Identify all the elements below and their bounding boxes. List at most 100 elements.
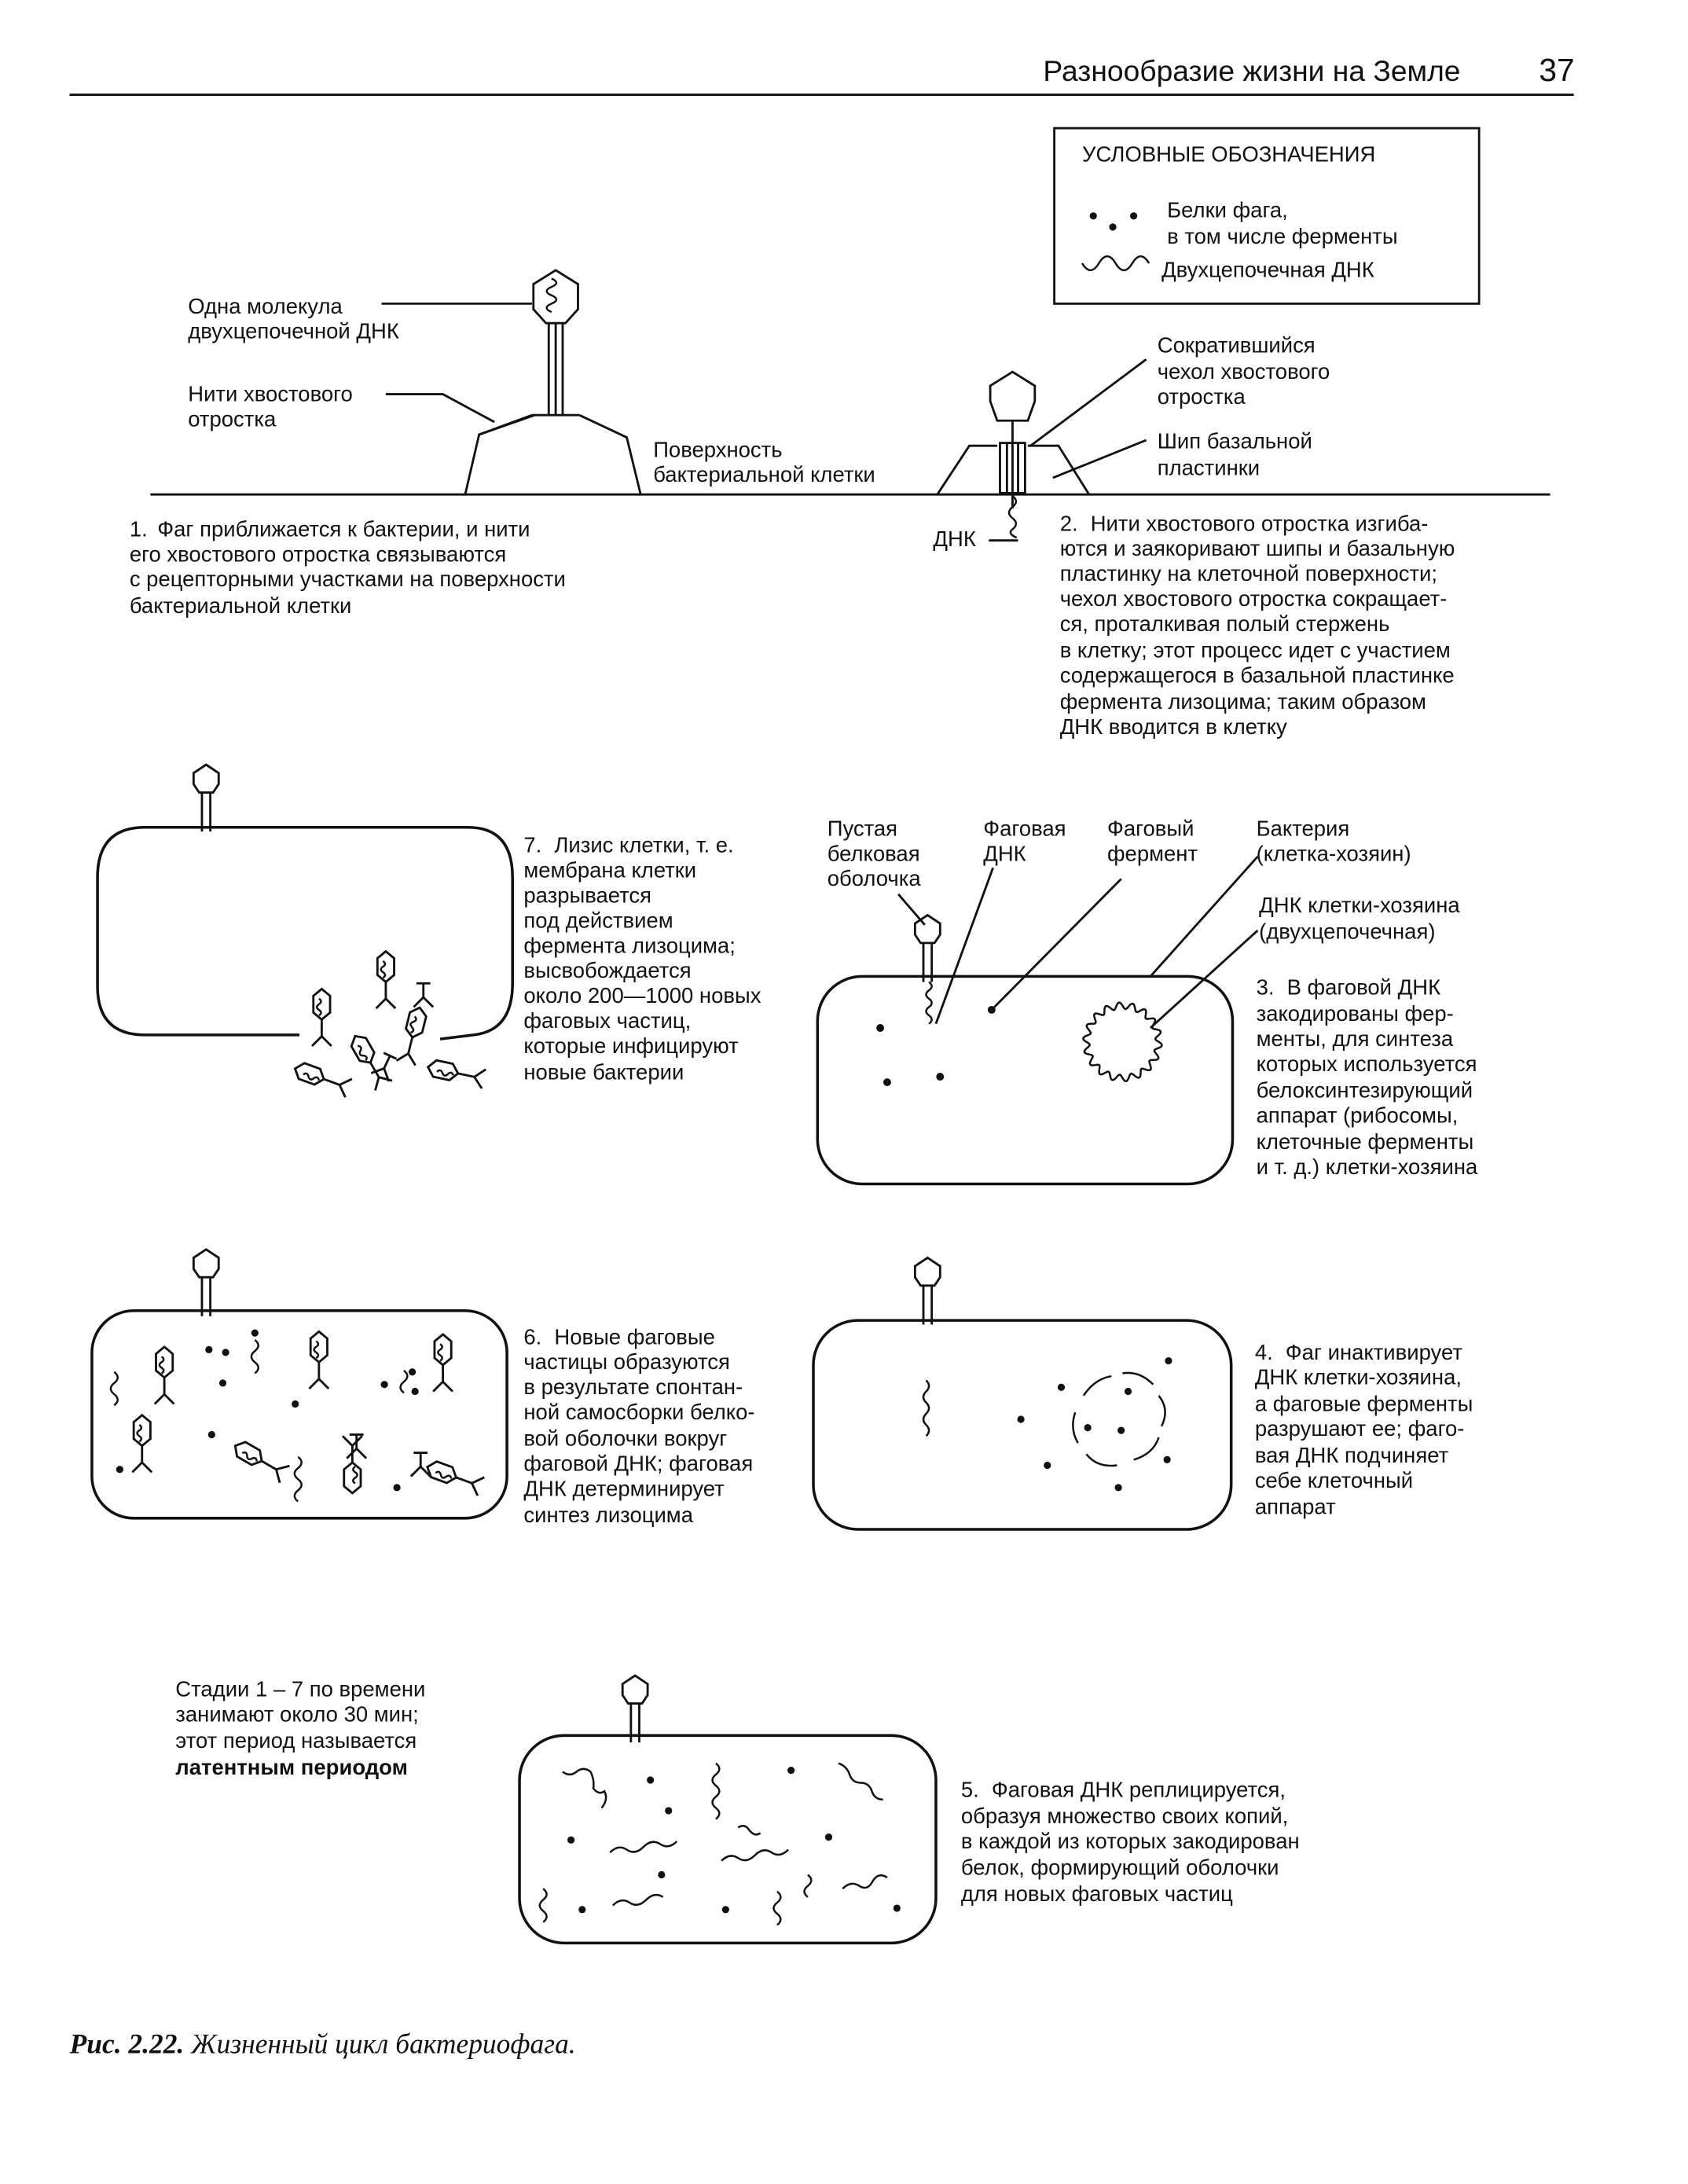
step-7-text: 7. Лизис клетки, т. е. мембрана клетки р… xyxy=(523,833,761,1085)
step-4-line-1: Фаг инактивирует xyxy=(1286,1340,1463,1364)
step-3-line-6: аппарат (рибосомы, xyxy=(1257,1103,1459,1127)
step-3-line-7: клеточные ферменты xyxy=(1257,1129,1474,1154)
latent-period-note: Стадии 1 – 7 по времени занимают около 3… xyxy=(175,1677,425,1779)
label-contracted-line1: Сократившийся xyxy=(1158,332,1316,357)
step-3-line-1: В фаговой ДНК xyxy=(1287,975,1441,999)
svg-text:1.: 1. xyxy=(130,516,148,541)
step-4-text: 4. Фаг инактивирует ДНК клетки-хозяина, … xyxy=(1255,1340,1473,1519)
fragmented-host-dna xyxy=(1072,1371,1166,1467)
step-2-line-8: фермента лизоцима; таким образом xyxy=(1060,689,1426,714)
step-5-text: 5. Фаговая ДНК реплицируется, образуя мн… xyxy=(961,1777,1300,1906)
step-2-line-5: ся, проталкивая полый стержень xyxy=(1060,611,1390,636)
svg-text:6.: 6. xyxy=(523,1324,541,1349)
step-7-line-9: которые инфицируют xyxy=(523,1033,739,1058)
step-6-number: 6. xyxy=(523,1324,541,1349)
step-7-line-2: мембрана клетки xyxy=(523,858,696,883)
label-one-molecule-line2: двухцепочечной ДНК xyxy=(188,319,399,343)
label-tail-fibers-line2: отростка xyxy=(188,406,277,431)
step-1-line-1: Фаг приближается к бактерии, и нити xyxy=(157,516,530,541)
phage-head xyxy=(532,269,579,325)
svg-text:5.: 5. xyxy=(961,1777,979,1801)
label-spike-line1: Шип базальной xyxy=(1158,429,1312,453)
step-2-line-2: ются и заякоривают шипы и базальную xyxy=(1060,536,1455,560)
step-4-line-7: аппарат xyxy=(1255,1495,1336,1519)
step-6-line-2: частицы образуются xyxy=(523,1349,730,1374)
phage-head-2 xyxy=(989,370,1037,422)
label-surface-line2: бактериальной клетки xyxy=(653,462,875,486)
step-4-line-3: а фаговые ферменты xyxy=(1255,1391,1473,1415)
host-dna-circle xyxy=(1082,1001,1163,1082)
assembling-phages xyxy=(130,1330,486,1497)
step-7-line-7: около 200—1000 новых xyxy=(523,983,761,1008)
label-empty-coat-line2: белковая xyxy=(827,841,920,865)
label-phage-enzyme-line2: фермент xyxy=(1107,841,1198,865)
tail-fiber-right xyxy=(578,413,642,495)
legend-dna: Двухцепочечная ДНК xyxy=(1161,258,1374,282)
step-2-line-7: содержащегося в базальной пластинке xyxy=(1060,663,1455,687)
step-6-line-3: в результате спонтан- xyxy=(523,1375,743,1399)
svg-text:3.: 3. xyxy=(1257,975,1275,999)
phage-dna-entering xyxy=(925,981,933,1025)
stage-4-host-takeover-cell xyxy=(812,1256,1233,1531)
legend-box: УСЛОВНЫЕ ОБОЗНАЧЕНИЯ Белки фага, в том ч… xyxy=(1053,127,1481,305)
caption-text: Жизненный цикл бактериофага. xyxy=(190,2028,576,2059)
stage-5-replication-cell xyxy=(518,1674,938,1945)
released-phage-particles xyxy=(290,950,487,1099)
svg-text:4.: 4. xyxy=(1255,1340,1273,1364)
latent-line-4: латентным периодом xyxy=(175,1755,408,1779)
step-7-line-5: фермента лизоцима; xyxy=(523,933,735,957)
label-one-molecule-line1: Одна молекула xyxy=(188,294,343,318)
step-5-line-2: образуя множество своих копий, xyxy=(961,1804,1288,1828)
label-contracted-line3: отростка xyxy=(1158,384,1246,409)
bacterial-cell-3 xyxy=(816,975,1235,1186)
step-2-line-3: пластинку на клеточной поверхности; xyxy=(1060,561,1437,585)
step-3-line-4: которых используется xyxy=(1257,1052,1477,1076)
step-2-line-1: Нити хвостового отростка изгиба- xyxy=(1091,511,1429,535)
step-5-line-3: в каждой из которых закодирован xyxy=(961,1829,1300,1853)
step-5-line-5: для новых фаговых частиц xyxy=(961,1881,1233,1906)
phage-injecting xyxy=(936,370,1091,539)
step-5-number: 5. xyxy=(961,1777,979,1801)
step-4-line-6: себе клеточный xyxy=(1255,1468,1413,1492)
phage-approaching xyxy=(464,269,642,495)
step-1-line-3: с рецепторными участками на поверхности xyxy=(130,567,566,591)
step-3-line-8: и т. д.) клетки-хозяина xyxy=(1257,1154,1478,1179)
label-dna-short: ДНК xyxy=(933,527,975,551)
bent-fiber-right xyxy=(1027,444,1091,495)
latent-line-3: этот период называется xyxy=(175,1728,416,1753)
step-4-line-4: разрушают ее; фаго- xyxy=(1255,1416,1465,1441)
step-3-number: 3. xyxy=(1257,975,1275,999)
step-6-line-4: ной самосборки белко- xyxy=(523,1400,754,1424)
label-host-dna-line2: (двухцепочечная) xyxy=(1259,919,1435,944)
latent-line-1: Стадии 1 – 7 по времени xyxy=(175,1677,425,1701)
label-empty-coat-line3: оболочка xyxy=(827,866,922,890)
page-number: 37 xyxy=(1539,52,1574,88)
step-2-line-9: ДНК вводится в клетку xyxy=(1060,714,1287,739)
step-7-line-8: фаговых частиц, xyxy=(523,1008,691,1033)
stage-7-lysing-cell xyxy=(96,763,514,1099)
legend-proteins-line2: в том числе ферменты xyxy=(1167,224,1397,248)
step-7-line-4: под действием xyxy=(523,908,673,932)
ruptured-membrane xyxy=(96,825,514,1041)
step-3-text: 3. В фаговой ДНК закодированы фер- менты… xyxy=(1257,975,1478,1179)
step-7-number: 7. xyxy=(523,833,541,857)
running-title: Разнообразие жизни на Земле xyxy=(1043,54,1460,87)
figure-caption: Рис. 2.22. Жизненный цикл бактериофага. xyxy=(69,2028,576,2059)
legend-title: УСЛОВНЫЕ ОБОЗНАЧЕНИЯ xyxy=(1082,142,1375,167)
step-5-line-1: Фаговая ДНК реплицируется, xyxy=(992,1777,1286,1801)
page-header: Разнообразие жизни на Земле 37 xyxy=(69,52,1575,96)
step-4-number: 4. xyxy=(1255,1340,1273,1364)
step-2-text: 2. Нити хвостового отростка изгиба- ются… xyxy=(1060,511,1455,739)
step-7-line-1: Лизис клетки, т. е. xyxy=(554,833,733,857)
label-bacterium-line2: (клетка-хозяин) xyxy=(1257,841,1411,865)
label-phage-enzyme-line1: Фаговый xyxy=(1107,816,1194,840)
bacterial-cell-6 xyxy=(90,1309,508,1520)
phage-dna-4 xyxy=(922,1379,930,1437)
step-6-text: 6. Новые фаговые частицы образуются в ре… xyxy=(523,1324,754,1527)
bacterial-cell-5 xyxy=(518,1734,938,1945)
step-2-line-6: в клетку; этот процесс идет с участием xyxy=(1060,638,1451,663)
step-6-line-5: вой оболочки вокруг xyxy=(523,1426,727,1451)
step-2-number: 2. xyxy=(1060,511,1078,535)
injected-dna xyxy=(1007,494,1018,539)
